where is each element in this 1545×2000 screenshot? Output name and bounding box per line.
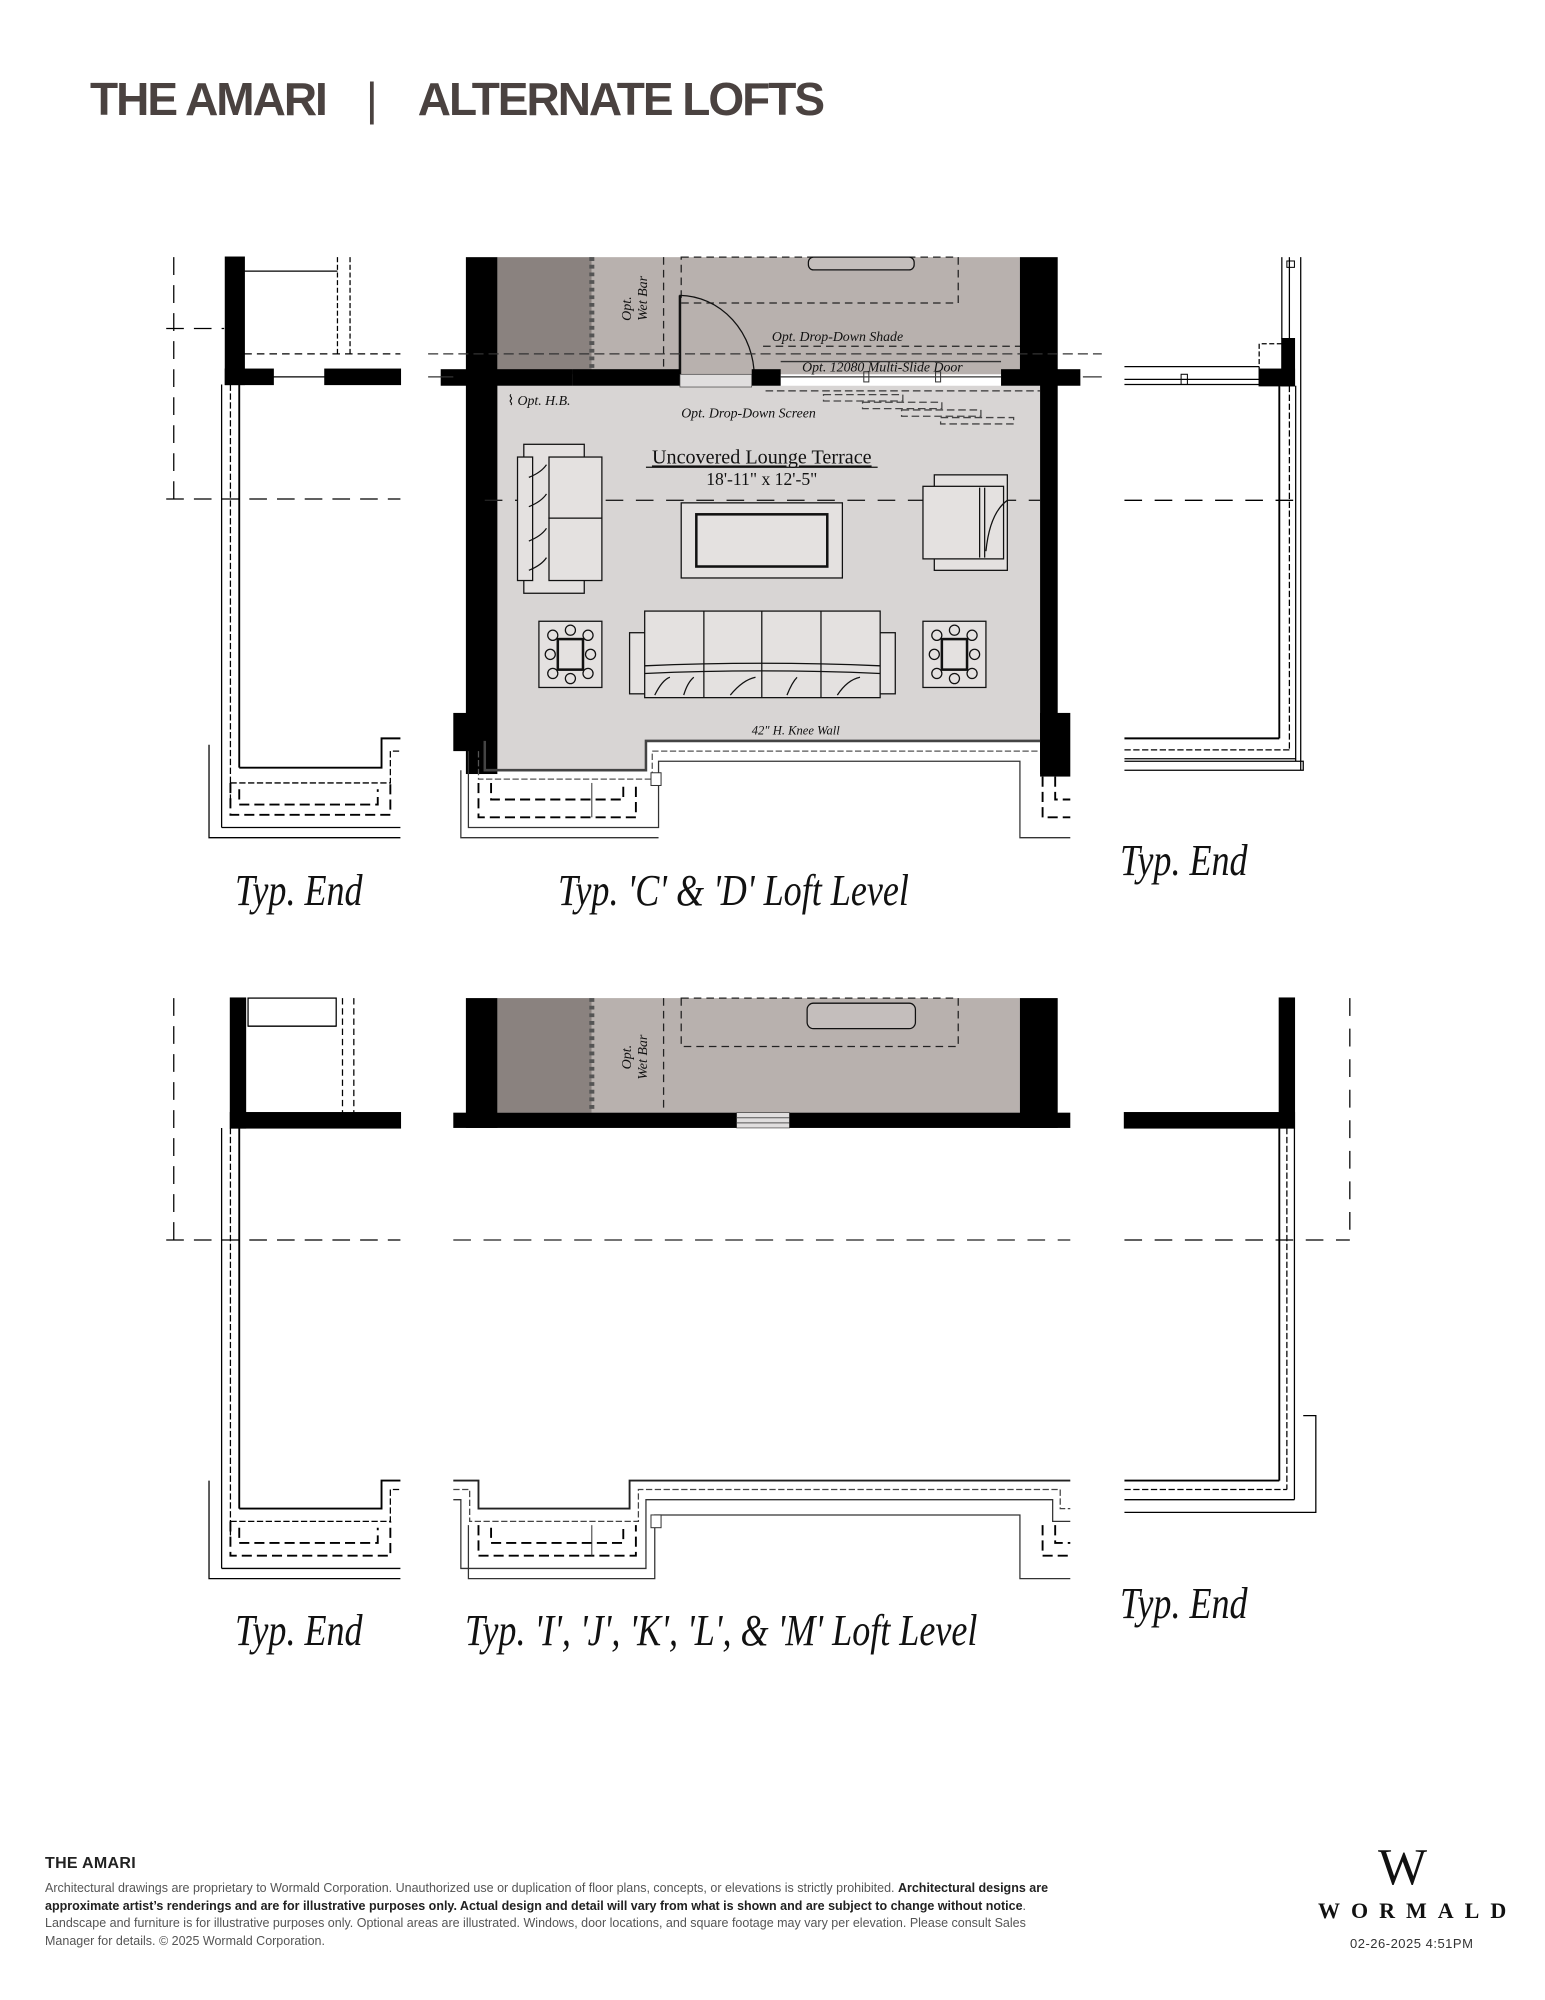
drop-down-screen-label: Opt. Drop-Down Screen bbox=[681, 407, 816, 422]
top-annotations: Opt. Wet Bar Opt. Drop-Down Shade Opt. 1… bbox=[518, 275, 964, 737]
wormald-logo-name: WORMALD bbox=[1318, 1898, 1518, 1923]
side-table-left-icon bbox=[538, 620, 603, 689]
disclaimer-bold: Architectural designs are approximate ar… bbox=[45, 1881, 1049, 1913]
knee-wall-label: 42" H. Knee Wall bbox=[752, 724, 841, 738]
multi-slide-door-label: Opt. 12080 Multi-Slide Door bbox=[802, 361, 963, 376]
bottom-annotations: Opt. Wet Bar bbox=[620, 1034, 651, 1080]
wet-bar-label-line2: Wet Bar bbox=[636, 1034, 651, 1080]
caption-top-left: Typ. End bbox=[235, 866, 363, 915]
wormald-logo-icon: W bbox=[1378, 1839, 1428, 1896]
sheet-header: THE AMARI | ALTERNATE LOFTS bbox=[90, 72, 825, 126]
caption-top-center: Typ. 'C' & 'D' Loft Level bbox=[558, 866, 909, 915]
footer-title: THE AMARI bbox=[45, 1855, 136, 1872]
disclaimer-part1: Architectural drawings are proprietary t… bbox=[45, 1881, 898, 1895]
bottom-right-end-plan bbox=[1123, 997, 1351, 1514]
drop-down-shade-label: Opt. Drop-Down Shade bbox=[772, 330, 903, 345]
project-name: THE AMARI bbox=[90, 73, 328, 125]
top-left-end-plan bbox=[166, 256, 402, 839]
bottom-left-end-plan bbox=[166, 997, 402, 1580]
loveseat-icon bbox=[516, 443, 603, 594]
top-center-terrace-plan bbox=[428, 256, 1102, 839]
room-name: Uncovered Lounge Terrace bbox=[652, 446, 872, 468]
armchair-icon bbox=[922, 474, 1008, 571]
room-dimensions: 18'-11" x 12'-5" bbox=[706, 469, 817, 489]
caption-bottom-right: Typ. End bbox=[1120, 1579, 1248, 1628]
disclaimer: Architectural drawings are proprietary t… bbox=[45, 1880, 1075, 1950]
side-table-right-icon bbox=[922, 620, 987, 689]
sofa-icon bbox=[628, 610, 896, 699]
disclaimer-part2: . Landscape and furniture is for illustr… bbox=[45, 1898, 1027, 1948]
header-separator: | bbox=[365, 73, 378, 125]
top-right-end-plan bbox=[1124, 257, 1304, 771]
wet-bar-label-line2: Wet Bar bbox=[636, 275, 651, 321]
wet-bar-label-line1: Opt. bbox=[620, 1045, 635, 1069]
wet-bar-label-line1: Opt. bbox=[620, 296, 635, 320]
room-label: Uncovered Lounge Terrace 18'-11" x 12'-5… bbox=[645, 446, 878, 489]
caption-top-right: Typ. End bbox=[1120, 836, 1248, 885]
print-timestamp: 02-26-2025 4:51PM bbox=[1350, 1936, 1474, 1951]
caption-bottom-left: Typ. End bbox=[235, 1606, 363, 1655]
coffee-table-icon bbox=[680, 502, 844, 579]
sheet-title: ALTERNATE LOFTS bbox=[417, 73, 825, 125]
hose-bib-icon: ⌇ bbox=[507, 392, 514, 408]
caption-bottom-center: Typ. 'I', 'J', 'K', 'L', & 'M' Loft Leve… bbox=[465, 1606, 978, 1655]
bottom-center-plan bbox=[453, 997, 1071, 1580]
hose-bib-label: Opt. H.B. bbox=[518, 394, 571, 409]
